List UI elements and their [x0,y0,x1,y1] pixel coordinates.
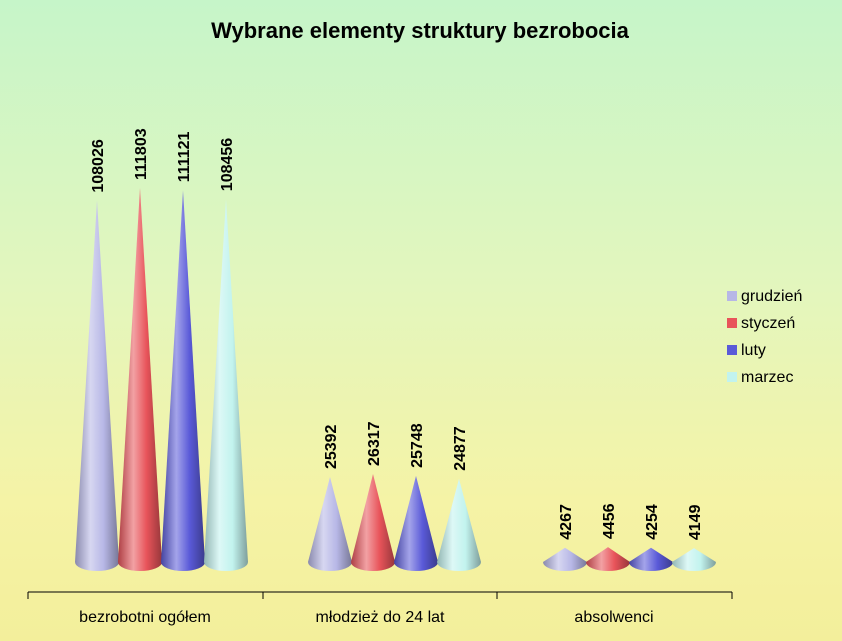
x-tick-label: absolwenci [574,609,653,626]
legend-label: grudzień [741,288,802,305]
data-label: 108026 [90,139,107,192]
bar-cone [351,473,395,571]
data-label: 25392 [323,424,340,469]
bar-cone [308,477,352,571]
data-label: 24877 [452,426,469,471]
bar-cone [204,199,248,571]
bar-cone [394,475,438,571]
legend-label: styczeń [741,315,795,332]
legend: grudzień styczeń luty marzec [727,288,802,386]
legend-swatch [727,345,737,355]
data-label: 108456 [219,138,236,191]
legend-swatch [727,318,737,328]
bar-cone [629,547,673,571]
bar-cone [437,478,481,571]
x-axis: bezrobotni ogółem młodzież do 24 lat absol… [27,591,733,626]
data-label: 4267 [558,504,575,540]
data-label: 111121 [176,131,193,182]
legend-label: marzec [741,369,793,386]
data-label: 4149 [687,504,704,540]
data-label: 4254 [644,504,661,540]
bar-cone [161,190,205,571]
data-label: 26317 [366,421,383,466]
data-label: 111803 [133,128,150,180]
plot-area [75,188,716,571]
data-label: 4456 [601,503,618,539]
x-tick-label: młodzież do 24 lat [316,609,446,626]
chart-title: Wybrane elementy struktury bezrobocia [211,18,629,43]
bar-cone [586,547,630,571]
legend-swatch [727,372,737,382]
legend-label: luty [741,342,766,359]
data-label: 25748 [409,423,426,468]
x-tick-label: bezrobotni ogółem [79,609,211,626]
bar-cone [75,200,119,571]
legend-swatch [727,291,737,301]
data-labels: 108026 111803 111121 108456 25392 26317 25748 2… [90,128,704,540]
bar-cone [118,188,162,571]
bar-cone [672,548,716,571]
bar-cone [543,547,587,571]
